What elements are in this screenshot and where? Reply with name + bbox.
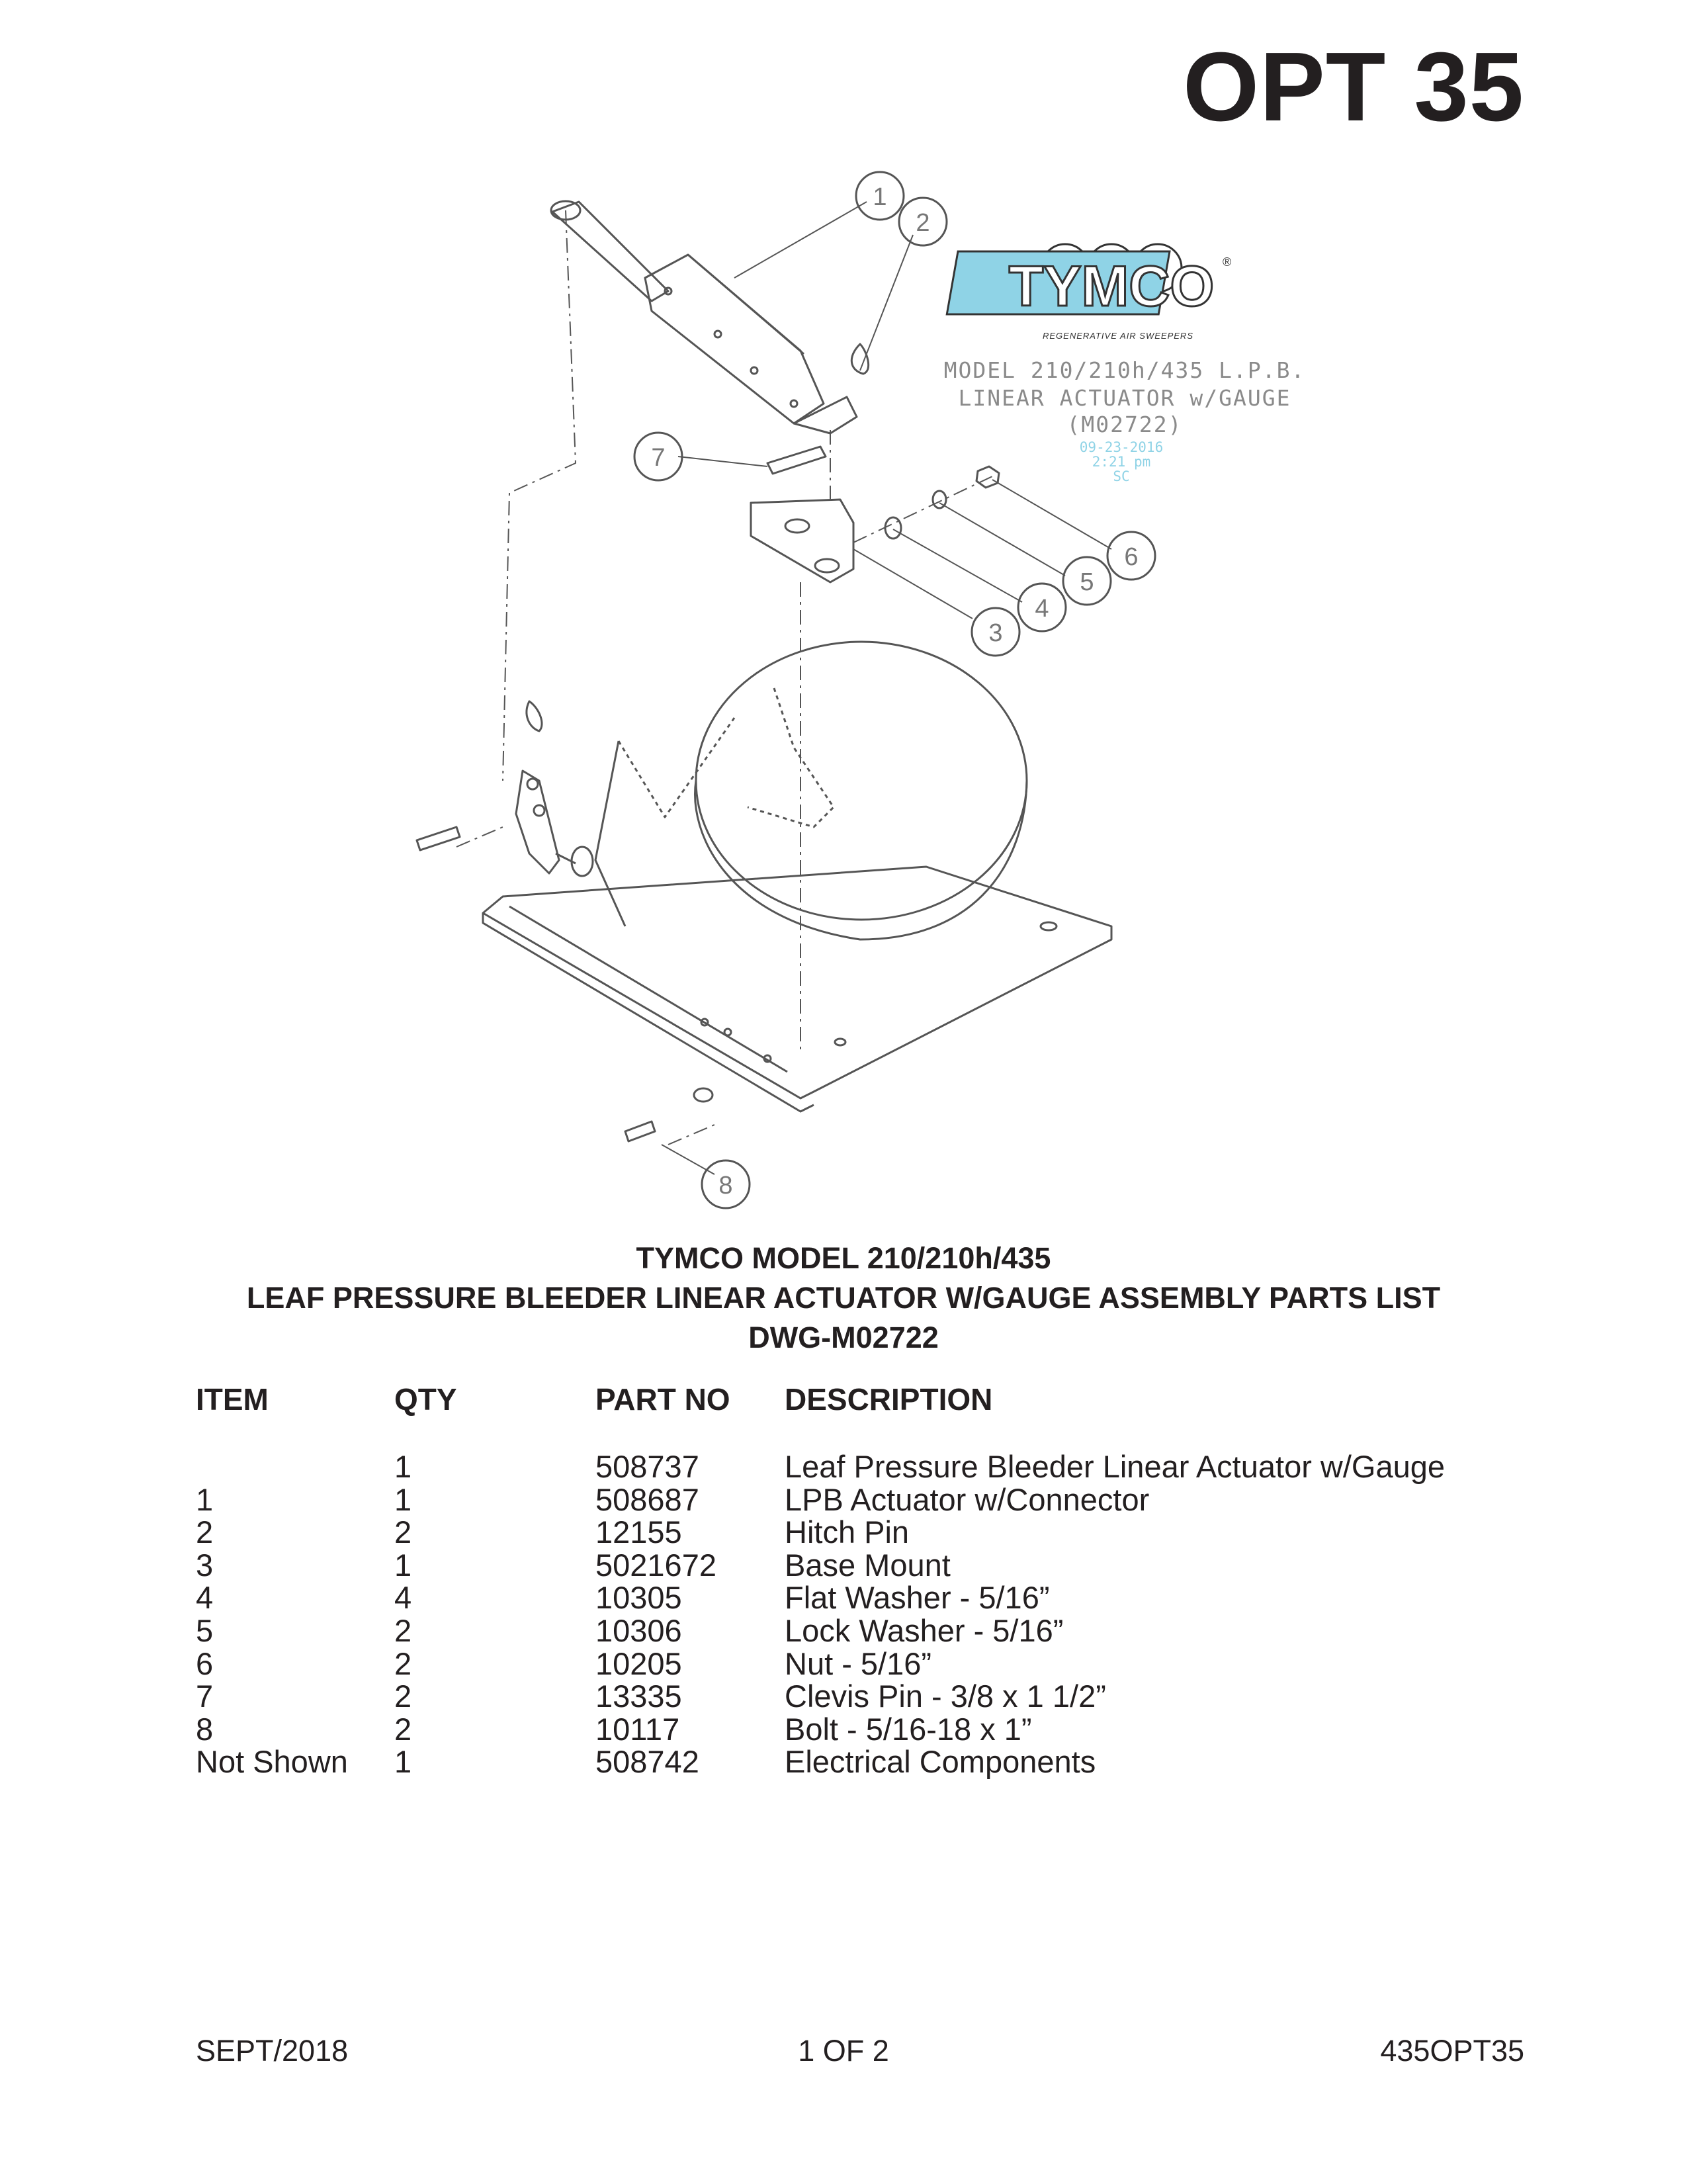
callout-5 <box>1062 556 1112 606</box>
footer-document-code: 435OPT35 <box>1380 2034 1524 2068</box>
callout-7 <box>633 431 683 482</box>
table-row: 5 2 10306 Lock Washer - 5/16” <box>0 1614 1687 1647</box>
callout-2 <box>898 197 948 247</box>
callout-label-5: 5 <box>1080 568 1094 596</box>
cell-item: 2 <box>196 1514 214 1550</box>
drawing-stamp-initials: SC <box>1113 468 1130 484</box>
table-row: 6 2 10205 Nut - 5/16” <box>0 1647 1687 1681</box>
nut-part <box>975 465 1000 489</box>
lock-washer-part <box>931 490 947 509</box>
drawing-stamp-number: (M02722) <box>1066 412 1183 437</box>
parts-table-body: 1 508737 Leaf Pressure Bleeder Linear Actu… <box>0 1450 1687 1778</box>
hitch-pin-part <box>850 343 870 375</box>
drawing-stamp-title: LINEAR ACTUATOR w/GAUGE <box>958 385 1291 411</box>
base-plate-part <box>482 865 1113 1113</box>
cell-part-no: 13335 <box>595 1679 682 1714</box>
cell-item: 5 <box>196 1612 214 1648</box>
cell-part-no: 508737 <box>595 1449 699 1484</box>
cell-part-no: 10205 <box>595 1645 682 1681</box>
logo-tagline: REGENERATIVE AIR SWEEPERS <box>1043 331 1193 341</box>
table-row: Not Shown 1 508742 Electrical Components <box>0 1745 1687 1778</box>
cell-qty: 1 <box>394 1547 412 1583</box>
logo-registered-mark: ® <box>1223 255 1231 269</box>
table-row: 2 2 12155 Hitch Pin <box>0 1516 1687 1549</box>
callout-label-7: 7 <box>651 444 665 472</box>
cell-qty: 2 <box>394 1679 412 1714</box>
clevis-pin-part <box>766 445 827 475</box>
cell-part-no: 10117 <box>595 1711 680 1747</box>
cell-description: Lock Washer - 5/16” <box>785 1612 1064 1648</box>
cell-qty: 2 <box>394 1645 412 1681</box>
linkage-arm-part <box>415 700 594 877</box>
table-row: 3 1 5021672 Base Mount <box>0 1549 1687 1582</box>
drawing-stamp-time: 2:21 pm <box>1092 454 1151 470</box>
cell-item: 3 <box>196 1547 214 1583</box>
table-row: 8 2 10117 Bolt - 5/16-18 x 1” <box>0 1713 1687 1746</box>
cell-description: Nut - 5/16” <box>785 1645 932 1681</box>
cell-description: Clevis Pin - 3/8 x 1 1/2” <box>785 1679 1106 1714</box>
callout-label-6: 6 <box>1124 543 1138 571</box>
logo-brand-text: TYMCO <box>1009 255 1215 318</box>
air-shroud-part <box>594 640 1028 941</box>
tymco-logo: TYMCO ® <box>945 243 1231 320</box>
cell-part-no: 508742 <box>595 1744 699 1780</box>
cell-qty: 4 <box>394 1580 412 1616</box>
cell-item: 8 <box>196 1711 214 1747</box>
cell-item: Not Shown <box>196 1744 348 1780</box>
cell-part-no: 508687 <box>595 1481 699 1517</box>
callout-4 <box>1017 582 1067 633</box>
parts-list-title-drawing-number: DWG-M02722 <box>748 1321 939 1354</box>
cell-description: Flat Washer - 5/16” <box>785 1580 1050 1616</box>
actuator-part <box>550 200 858 435</box>
cell-qty: 1 <box>394 1449 412 1484</box>
cell-part-no: 10305 <box>595 1580 682 1616</box>
cell-description: Leaf Pressure Bleeder Linear Actuator w/… <box>785 1449 1446 1484</box>
header-description: DESCRIPTION <box>785 1382 993 1417</box>
header-item: ITEM <box>196 1382 269 1417</box>
callout-1 <box>855 171 905 221</box>
cell-item: 7 <box>196 1679 214 1714</box>
base-mount-part <box>750 498 855 584</box>
bolt-part <box>624 1120 656 1143</box>
callout-3 <box>971 607 1021 657</box>
table-row: 7 2 13335 Clevis Pin - 3/8 x 1 1/2” <box>0 1680 1687 1713</box>
table-row: 1 1 508687 LPB Actuator w/Connector <box>0 1483 1687 1516</box>
cell-part-no: 5021672 <box>595 1547 716 1583</box>
cell-item: 4 <box>196 1580 214 1616</box>
callout-6 <box>1106 531 1156 581</box>
drawing-stamp-date: 09-23-2016 <box>1079 439 1164 455</box>
header-part-no: PART NO <box>595 1382 730 1417</box>
cell-description: Electrical Components <box>785 1744 1096 1780</box>
flat-washer-part <box>884 516 902 540</box>
drawing-stamp-model: MODEL 210/210h/435 L.P.B. <box>943 357 1306 383</box>
cell-description: Hitch Pin <box>785 1514 910 1550</box>
header-qty: QTY <box>394 1382 457 1417</box>
table-row: 1 508737 Leaf Pressure Bleeder Linear Actu… <box>0 1450 1687 1483</box>
parts-list-title-description: LEAF PRESSURE BLEEDER LINEAR ACTUATOR W/… <box>246 1281 1441 1315</box>
option-title: OPT 35 <box>1183 32 1524 142</box>
cell-qty: 2 <box>394 1612 412 1648</box>
cell-description: Bolt - 5/16-18 x 1” <box>785 1711 1032 1747</box>
footer-page-number: 1 OF 2 <box>798 2034 889 2068</box>
callout-label-2: 2 <box>916 209 930 237</box>
cell-qty: 1 <box>394 1481 412 1517</box>
cell-description: LPB Actuator w/Connector <box>785 1481 1150 1517</box>
cell-item: 6 <box>196 1645 214 1681</box>
cell-description: Base Mount <box>785 1547 951 1583</box>
assembly-drawing: 1 2 3 4 5 6 7 8 TYMCO ® <box>415 171 1231 1209</box>
cell-part-no: 12155 <box>595 1514 682 1550</box>
callout-label-1: 1 <box>873 183 887 211</box>
cell-qty: 2 <box>394 1514 412 1550</box>
cell-qty: 1 <box>394 1744 412 1780</box>
cell-part-no: 10306 <box>595 1612 682 1648</box>
cell-qty: 2 <box>394 1711 412 1747</box>
table-row: 4 4 10305 Flat Washer - 5/16” <box>0 1581 1687 1614</box>
callout-label-8: 8 <box>718 1172 732 1200</box>
cell-item: 1 <box>196 1481 214 1517</box>
callout-label-3: 3 <box>988 619 1002 647</box>
callout-8 <box>701 1159 751 1209</box>
parts-list-title-model: TYMCO MODEL 210/210h/435 <box>636 1241 1051 1275</box>
footer-date: SEPT/2018 <box>196 2034 349 2068</box>
callout-label-4: 4 <box>1035 595 1049 623</box>
